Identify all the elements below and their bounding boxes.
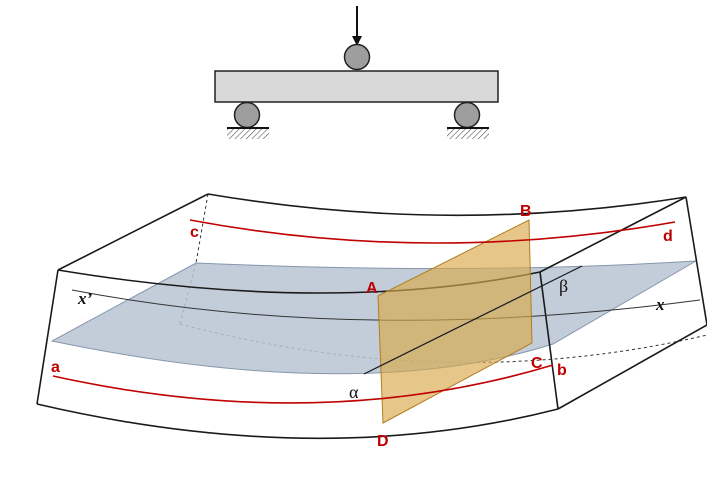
left-support-icon [227, 101, 269, 139]
neutral-surface [50, 260, 697, 375]
load-roller-icon [343, 43, 371, 71]
label-fiber-d: d [663, 228, 673, 245]
load-arrow-icon [352, 6, 362, 46]
label-fiber-a: a [51, 359, 60, 376]
label-axis-x-prime: x’ [77, 289, 93, 308]
fiber-lines [52, 219, 676, 404]
beam-schematic [214, 6, 499, 139]
label-alpha: α [349, 382, 359, 402]
alpha-beta-axis [363, 265, 583, 375]
bent-beam-3d: B A C D c d a b x’ x α β [36, 193, 707, 450]
label-point-d: D [377, 433, 389, 450]
longitudinal-axis [71, 289, 701, 321]
label-point-b: B [520, 203, 532, 220]
beam-body [214, 70, 499, 103]
cutting-plane [377, 219, 533, 424]
right-support-icon [447, 101, 489, 139]
label-point-a: A [366, 280, 378, 297]
label-axis-x: x [655, 295, 665, 314]
fiber-ab [52, 364, 554, 404]
fiber-cd [189, 219, 676, 244]
label-fiber-b: b [557, 362, 567, 379]
label-beta: β [559, 276, 568, 296]
beam-outline [36, 193, 707, 440]
label-fiber-c: c [190, 224, 199, 241]
label-point-c: C [531, 355, 543, 372]
